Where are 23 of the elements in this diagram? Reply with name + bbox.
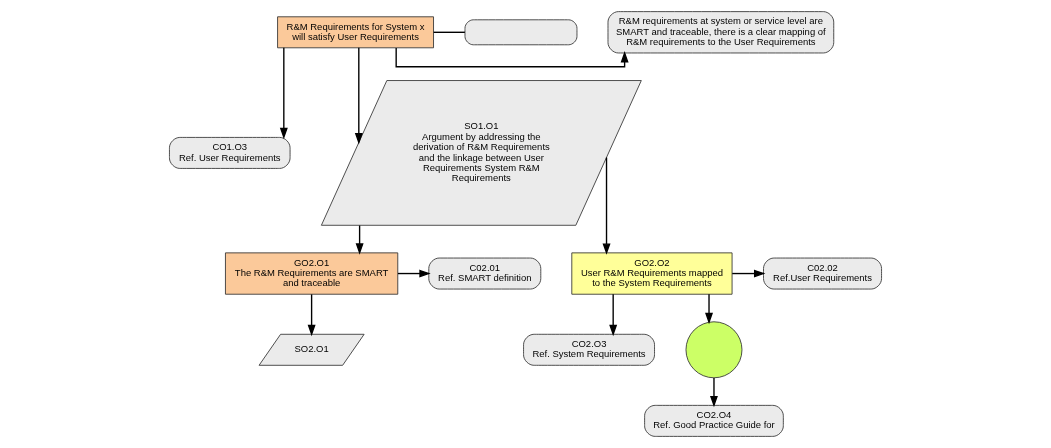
arrow <box>355 224 364 255</box>
node-box: R&M Requirements for System x will satisfy User Requirements <box>277 16 434 49</box>
arrow <box>731 269 766 278</box>
connector <box>432 31 466 33</box>
node-circle <box>685 321 743 379</box>
arrow <box>354 47 363 145</box>
node-box: CO2.O3 Ref. System Requirements <box>523 333 655 366</box>
node-box: GO2.O2 User R&M Requirements mapped to the System Requirements <box>571 252 733 295</box>
arrow <box>602 156 611 255</box>
node-box: C02.02 Ref.User Requirements <box>763 257 882 290</box>
node-box: GO2.O1 The R&M Requirements are SMART and traceable <box>225 252 399 295</box>
arrow <box>609 293 618 337</box>
node-box: CO2.O4 Ref. Good Practice Guide for <box>644 404 784 437</box>
node-box: CO1.O3 Ref. User Requirements <box>169 137 291 169</box>
arrow <box>279 47 288 140</box>
node-box: C02.01 Ref. SMART definition <box>428 257 542 290</box>
node-box: R&M requirements at system or service level are SMART and traceable, there is a clear mapping of R&M requirements to the User Requirements <box>607 11 835 54</box>
arrow <box>307 293 316 337</box>
arrow <box>705 293 713 325</box>
node-box <box>464 19 578 46</box>
arrow <box>710 377 718 408</box>
arrow <box>397 269 431 278</box>
arrow <box>395 47 629 68</box>
